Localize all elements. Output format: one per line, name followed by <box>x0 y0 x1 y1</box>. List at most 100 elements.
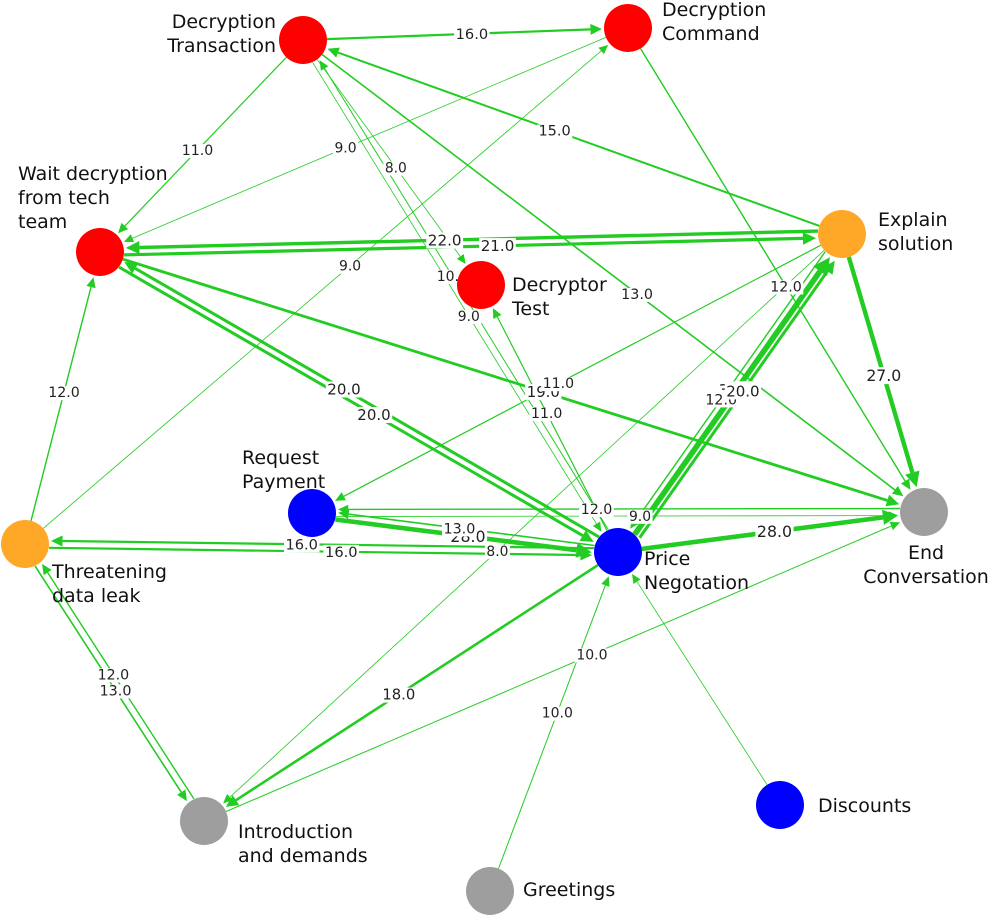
node-circle[interactable] <box>604 4 652 52</box>
edge-arrowhead <box>177 789 187 802</box>
edge-label: 22.0 <box>428 232 462 250</box>
node-label: from tech <box>18 187 110 209</box>
edge-label: 20.0 <box>726 382 759 400</box>
edge-label-background <box>46 386 82 401</box>
edge-label: 11.0 <box>543 376 574 392</box>
edge-label: 20.0 <box>357 406 390 424</box>
node-circle[interactable] <box>279 16 327 64</box>
edge-arrowhead <box>456 254 466 264</box>
edge-arrowhead <box>822 260 835 275</box>
edge-arrowhead <box>223 794 233 804</box>
edge-label: 16.0 <box>456 26 489 43</box>
node-circle[interactable] <box>180 797 228 845</box>
node-label: Discounts <box>818 795 911 817</box>
node-label: solution <box>878 233 953 255</box>
edge-label-background <box>540 706 575 721</box>
node-greetings[interactable]: Greetings <box>466 867 615 915</box>
node-circle[interactable] <box>756 781 804 829</box>
edge-price-negotiation-to-decryptor-test <box>496 316 608 531</box>
node-circle[interactable] <box>818 210 866 258</box>
node-circle[interactable] <box>288 489 336 537</box>
edge-label-background <box>383 161 409 176</box>
node-label: Decryption <box>662 0 766 21</box>
edge-explain-solution-to-decryption-transaction <box>337 51 820 227</box>
edge-label: 8.0 <box>486 544 508 560</box>
edge-arrowhead <box>124 262 139 274</box>
node-label: team <box>18 211 67 233</box>
edge-label-background <box>484 544 510 559</box>
edge-price-negotiation-to-introduction-demands <box>235 564 599 802</box>
edge-label-background <box>380 687 417 703</box>
edge-label-background <box>456 310 482 324</box>
edge-label-background <box>529 407 564 422</box>
edge-greetings-to-price-negotiation <box>498 585 606 869</box>
edge-arrowhead <box>42 563 52 576</box>
edge-label: 11.0 <box>182 143 213 159</box>
node-circle[interactable] <box>457 261 505 309</box>
edge-label-background <box>541 377 576 392</box>
node-label: Payment <box>242 471 325 493</box>
node-circle[interactable] <box>1 520 49 568</box>
node-label: Explain <box>878 209 948 231</box>
edge-label-background <box>864 367 903 385</box>
edge-arrowhead <box>901 478 911 490</box>
edge-label: 9.0 <box>629 509 651 525</box>
edge-label-background <box>325 381 363 398</box>
node-circle[interactable] <box>594 528 642 576</box>
node-circle[interactable] <box>466 867 514 915</box>
edge-threatening-data-leak-to-wait-decryption <box>30 286 92 521</box>
edge-label: 13.0 <box>100 683 132 699</box>
edge-arrowhead <box>905 470 920 488</box>
edge-arrowhead <box>327 47 340 58</box>
node-circle[interactable] <box>900 488 948 536</box>
edge-label-background <box>619 288 655 302</box>
edge-label-background <box>479 238 516 255</box>
edge-discounts-to-price-negotiation <box>636 581 768 786</box>
node-circle[interactable] <box>76 228 124 276</box>
edge-label: 8.0 <box>385 161 407 177</box>
node-discounts[interactable]: Discounts <box>756 781 911 829</box>
edge-label-background <box>98 684 133 699</box>
edge-arrowhead <box>86 277 96 289</box>
edge-label-background <box>454 26 490 42</box>
edge-arrowhead <box>891 485 904 497</box>
edge-arrowhead <box>319 60 329 71</box>
node-label: Request <box>242 447 319 469</box>
node-label: Greetings <box>523 879 615 901</box>
edge-decryption-transaction-to-decryptor-test <box>316 59 461 257</box>
edge-label: 12.0 <box>48 385 80 401</box>
edge-threatening-data-leak-to-decryption-command <box>42 50 602 529</box>
node-label: Test <box>511 298 549 320</box>
edge-label: 9.0 <box>458 309 480 325</box>
node-label: Price <box>644 548 690 570</box>
edge-label-background <box>284 537 320 553</box>
edge-decryption-transaction-to-price-negotiation <box>312 62 597 525</box>
edge-label: 18.0 <box>382 687 415 704</box>
edge-label-background <box>442 522 477 537</box>
edge-label-background <box>323 544 359 560</box>
edge-label: 9.0 <box>334 141 356 157</box>
edge-label: 13.0 <box>621 287 653 303</box>
edge-arrowhead <box>889 522 901 531</box>
edge-introduction-demands-to-end-conversation <box>225 525 892 812</box>
edge-arrowhead <box>492 308 502 319</box>
edge-label-background <box>627 509 653 524</box>
edge-wait-decryption-to-end-conversation <box>122 257 888 502</box>
edge-label-background <box>355 407 393 423</box>
node-label: Command <box>662 23 760 45</box>
edge-explain-solution-to-end-conversation <box>846 256 915 474</box>
edge-label: 13.0 <box>443 521 475 537</box>
edge-explain-solution-to-introduction-demands <box>229 249 825 798</box>
